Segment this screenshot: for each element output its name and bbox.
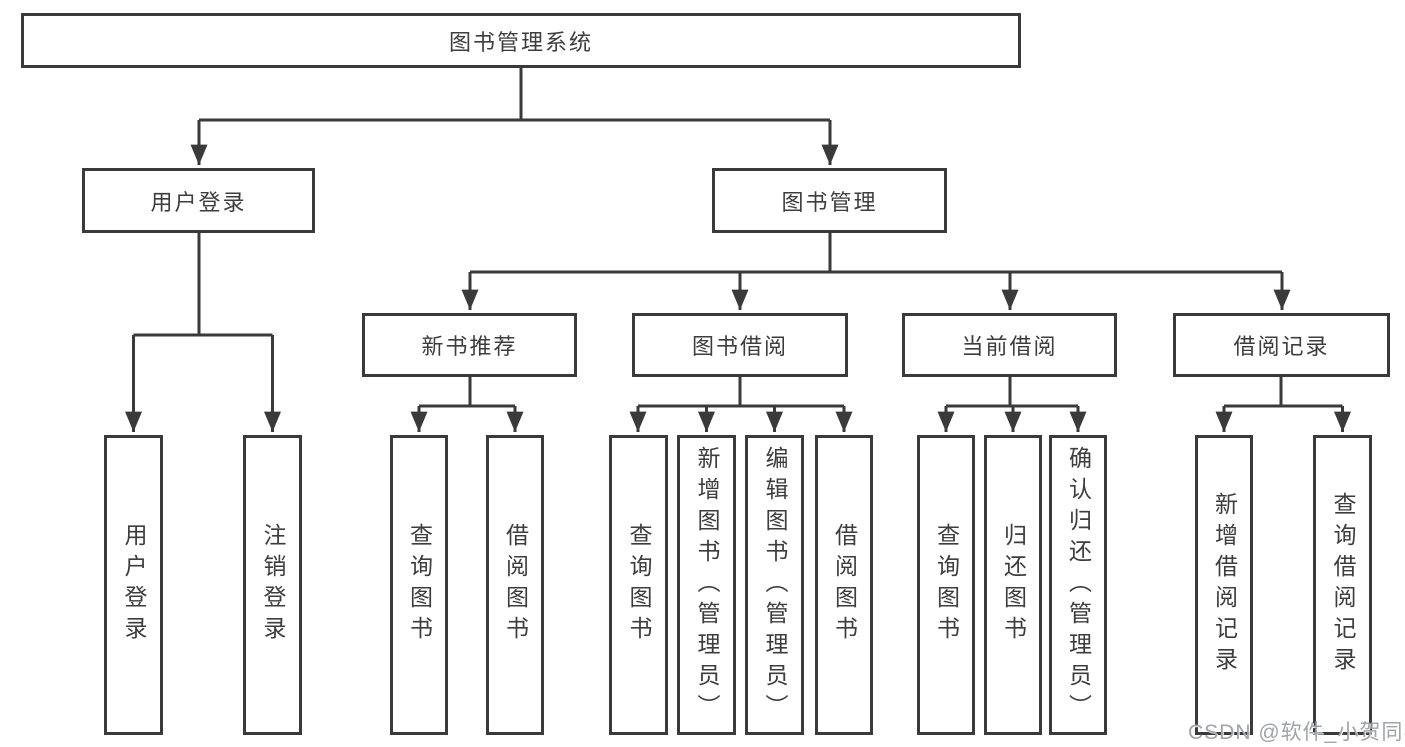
node-label: 图书借阅 — [691, 334, 788, 359]
leaf-logout: 注销登录 — [243, 435, 302, 735]
leaf-add-book-admin: 新增图书（管理员） — [677, 435, 736, 735]
leaf-query-books-borrowing: 查询图书 — [609, 435, 668, 735]
node-new-book-recommend: 新书推荐 — [362, 313, 577, 377]
node-label: 借阅图书 — [831, 523, 858, 647]
leaf-borrow-books-recommend: 借阅图书 — [486, 435, 544, 735]
node-current-borrowing: 当前借阅 — [902, 313, 1117, 377]
leaf-return-books: 归还图书 — [984, 435, 1042, 735]
node-label: 查询图书 — [933, 523, 960, 647]
node-label: 确认归还（管理员） — [1065, 445, 1092, 725]
leaf-query-borrow-record: 查询借阅记录 — [1313, 435, 1372, 735]
node-label: 图书管理系统 — [448, 29, 593, 55]
leaf-add-borrow-record: 新增借阅记录 — [1195, 435, 1253, 735]
node-label: 查询图书 — [626, 523, 652, 647]
leaf-query-books-recommend: 查询图书 — [390, 435, 448, 735]
node-user-login: 用户登录 — [82, 168, 315, 233]
node-label: 用户登录 — [121, 523, 147, 647]
node-book-management: 图书管理 — [712, 168, 947, 233]
node-label: 当前借阅 — [961, 334, 1058, 359]
node-label: 新增借阅记录 — [1211, 492, 1238, 678]
node-label: 借阅图书 — [502, 523, 529, 647]
leaf-edit-book-admin: 编辑图书（管理员） — [745, 435, 804, 735]
leaf-user-login: 用户登录 — [104, 435, 163, 735]
leaf-query-books-current: 查询图书 — [917, 435, 975, 735]
node-label: 借阅记录 — [1233, 334, 1330, 359]
node-label: 查询借阅记录 — [1330, 492, 1356, 678]
node-label: 归还图书 — [1000, 523, 1027, 647]
node-library-management-system: 图书管理系统 — [21, 13, 1021, 68]
node-label: 编辑图书（管理员） — [762, 445, 788, 725]
leaf-confirm-return-admin: 确认归还（管理员） — [1049, 435, 1107, 735]
node-borrowing-records: 借阅记录 — [1173, 313, 1390, 377]
node-label: 注销登录 — [260, 523, 286, 647]
node-book-borrowing: 图书借阅 — [632, 313, 848, 377]
leaf-borrow-books: 借阅图书 — [815, 435, 873, 735]
node-label: 图书管理 — [781, 189, 878, 215]
node-label: 用户登录 — [150, 189, 247, 215]
node-label: 新增图书（管理员） — [694, 445, 720, 725]
node-label: 查询图书 — [406, 523, 433, 647]
csdn-watermark: CSDN @软件_小贺同学 — [1188, 721, 1405, 744]
node-label: 新书推荐 — [421, 334, 518, 359]
